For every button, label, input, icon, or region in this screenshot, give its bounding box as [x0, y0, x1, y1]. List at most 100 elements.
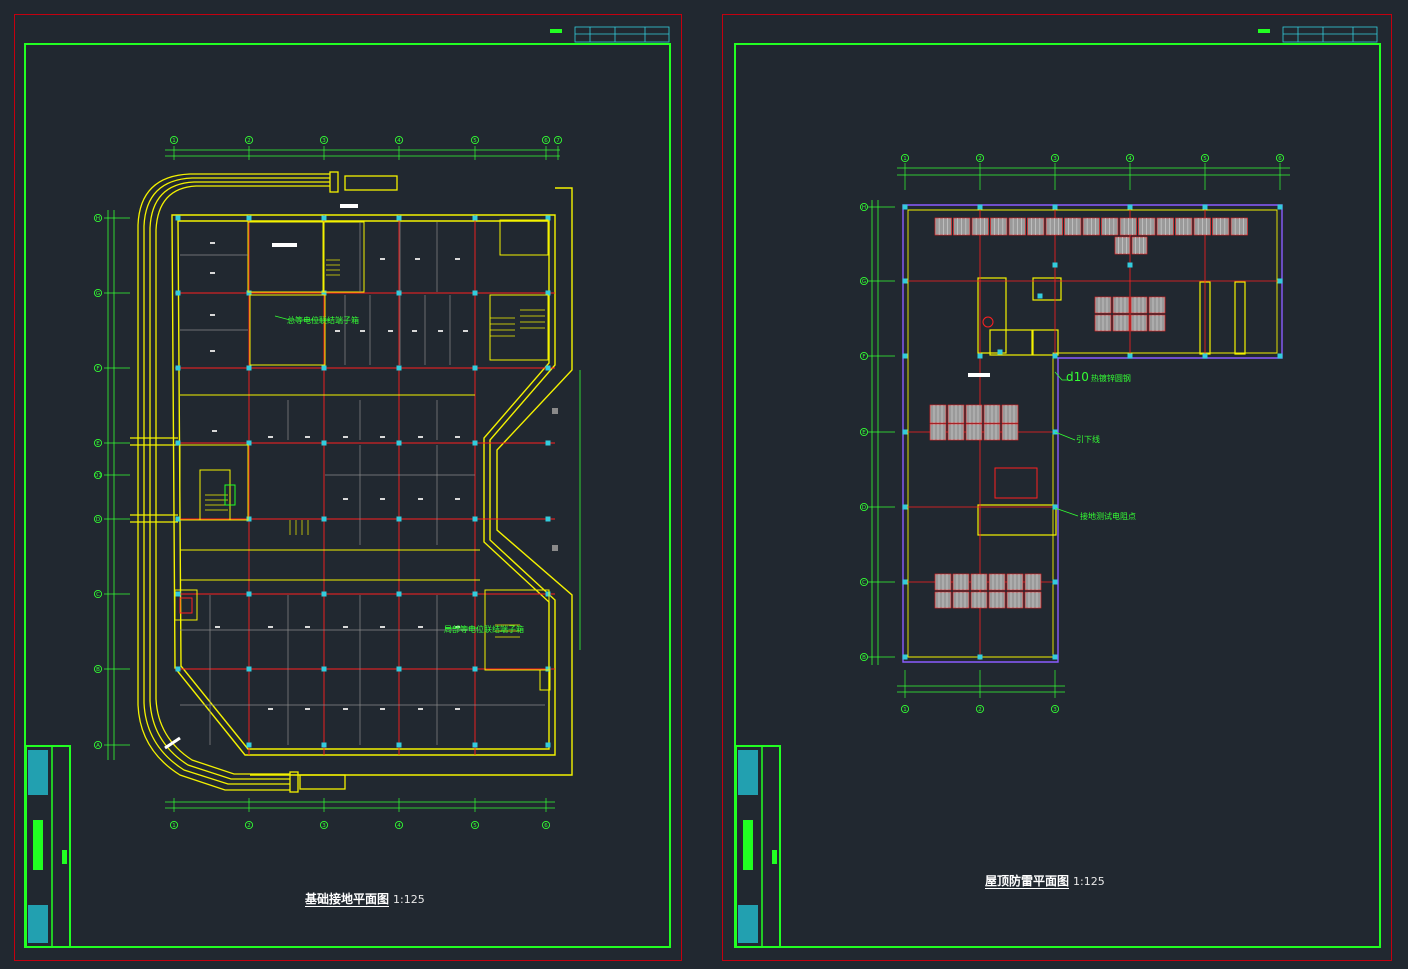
- grid-bubble-label: 4: [397, 138, 401, 144]
- grid-bubble-circle: [93, 213, 103, 223]
- grid-bubble: B: [93, 664, 103, 674]
- grid-bubble-circle: [244, 135, 254, 145]
- grid-bubble: 3: [319, 820, 329, 830]
- grid-bubble: 5: [470, 135, 480, 144]
- grid-bubble-circle: [93, 470, 103, 480]
- column: [246, 290, 252, 296]
- grid-bubble-label: F: [862, 354, 865, 360]
- column: [175, 290, 181, 296]
- roof-air-terminals: [902, 204, 1283, 660]
- grid-bubble-label: G: [862, 279, 866, 285]
- top-title-block-right: [1258, 26, 1378, 43]
- air-terminal: [902, 654, 908, 660]
- grid-bubble-label: F: [96, 366, 99, 372]
- room-tag: [455, 436, 460, 438]
- grid-bubble: 6: [1275, 153, 1285, 162]
- air-terminal: [1277, 278, 1283, 284]
- column: [321, 591, 327, 597]
- column: [396, 215, 402, 221]
- room-tag: [305, 436, 310, 438]
- grid-bubble-label: 2: [247, 823, 251, 829]
- structural-columns: [175, 215, 551, 748]
- grid-bubble-label: H: [96, 216, 100, 222]
- room-tag: [215, 626, 220, 628]
- grid-bubble: 1: [900, 704, 910, 713]
- grid-bubble-label: E: [96, 441, 100, 447]
- frame-right: [734, 43, 1381, 948]
- grid-bubble: 1: [169, 135, 179, 145]
- grid-bubble-label: 3: [322, 138, 326, 144]
- grid-bubble-label: 2: [247, 138, 251, 144]
- grid-bubble-circle: [93, 664, 103, 674]
- side-title-block-left: [25, 745, 71, 948]
- grid-bubble-circle: [319, 820, 329, 830]
- column: [472, 440, 478, 446]
- room-tag: [463, 330, 468, 332]
- grid-bubble-label: 3: [322, 823, 326, 829]
- grid-bubble: A: [93, 740, 103, 749]
- grid-bubble-label: B: [862, 655, 866, 661]
- column: [396, 440, 402, 446]
- grid-bubble-label: D: [96, 517, 100, 523]
- air-terminal: [902, 579, 908, 585]
- column: [246, 516, 252, 522]
- grid-bubble-circle: [169, 135, 179, 145]
- roof-equipment: [929, 217, 1248, 609]
- room-tag: [388, 330, 393, 332]
- air-terminal: [1127, 353, 1133, 359]
- sheet-scale: 1:125: [393, 893, 425, 906]
- room-tag: [455, 498, 460, 500]
- air-terminal: [1127, 204, 1133, 210]
- air-terminal: [902, 429, 908, 435]
- air-terminal: [1127, 262, 1133, 268]
- grid-bubble: 5: [470, 820, 480, 830]
- column: [175, 591, 181, 597]
- room-tag: [335, 330, 340, 332]
- air-terminal: [902, 353, 908, 359]
- air-terminal: [1202, 353, 1208, 359]
- column: [321, 742, 327, 748]
- column: [321, 516, 327, 522]
- grid-bubble-circle: [470, 820, 480, 830]
- room-tag: [210, 272, 215, 274]
- grid-bubble-label: 6: [544, 823, 548, 829]
- grid-bubble-circle: [975, 704, 985, 714]
- grid-bubble-label: 5: [473, 823, 477, 829]
- room-tag: [268, 708, 273, 710]
- grid-bubble-circle: [553, 135, 563, 145]
- grid-bubble-label: 4: [397, 823, 401, 829]
- grid-bubble-label: 1: [903, 156, 907, 162]
- grid-bubble: H: [859, 202, 869, 211]
- grid-bubble-label: H: [862, 205, 866, 211]
- room-tag: [212, 430, 217, 432]
- annotation-test-point: 接地测试电阻点: [1080, 512, 1136, 521]
- grid-bubble-circle: [319, 135, 329, 145]
- grid-bubble-label: 2: [978, 707, 982, 713]
- frame-left: [24, 43, 671, 948]
- conductor-size: d10: [1066, 370, 1089, 384]
- column: [396, 666, 402, 672]
- air-terminal: [902, 504, 908, 510]
- grid-bubble-label: 3: [1053, 156, 1057, 162]
- grid-bubble-circle: [1200, 153, 1210, 163]
- column: [472, 290, 478, 296]
- room-tag: [268, 436, 273, 438]
- air-terminal: [902, 278, 908, 284]
- column: [472, 742, 478, 748]
- room-tag: [455, 708, 460, 710]
- grid-bubble-label: 6: [544, 138, 548, 144]
- column: [396, 591, 402, 597]
- room-tag: [343, 436, 348, 438]
- annotation-local-bonding-box: 局部等电位联结端子箱: [444, 625, 524, 634]
- grid-bubble-label: B: [96, 667, 100, 673]
- grid-bubble-circle: [859, 502, 869, 512]
- air-terminal: [1052, 654, 1058, 660]
- room-tag: [380, 626, 385, 628]
- room-tag: [418, 626, 423, 628]
- grid-bubble-circle: [1050, 153, 1060, 163]
- annotation-down-conductor: 引下线: [1076, 435, 1100, 444]
- room-tag: [418, 436, 423, 438]
